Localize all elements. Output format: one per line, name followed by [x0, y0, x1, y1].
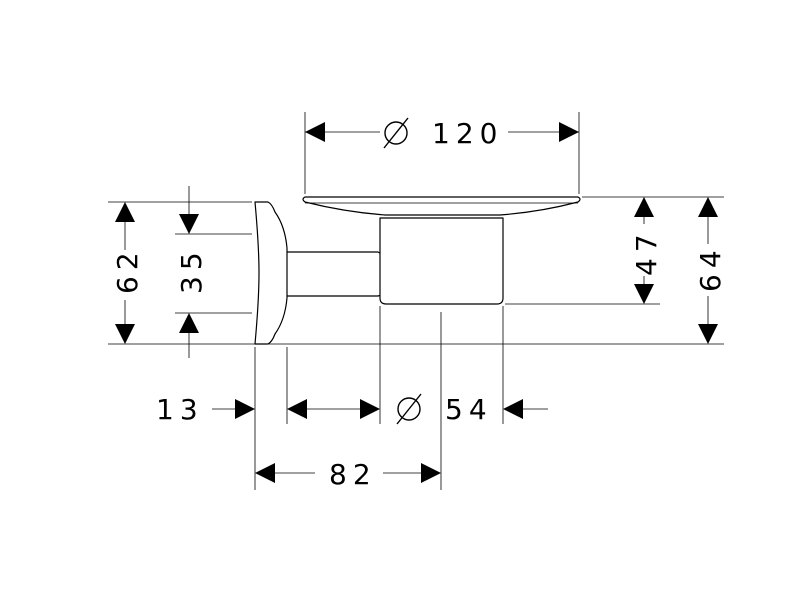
- arrowhead: [179, 313, 199, 333]
- arrowhead: [634, 284, 654, 304]
- wall-rosette: [254, 201, 288, 345]
- arrowhead: [287, 399, 307, 419]
- dimension-height-64: 64: [694, 197, 727, 344]
- arrowhead: [559, 122, 579, 142]
- dish-diameter-label: 120: [432, 117, 503, 150]
- arrowhead: [360, 399, 380, 419]
- arrowhead: [235, 399, 255, 419]
- dimension-depth-82: 82: [255, 458, 441, 491]
- arrowhead: [698, 324, 718, 344]
- holder-cylinder: [379, 217, 504, 305]
- height-64-label: 64: [694, 244, 727, 292]
- arrowhead: [698, 197, 718, 217]
- arrowhead: [503, 399, 523, 419]
- dimension-depth-13: 13: [156, 393, 328, 426]
- height-47-label: 47: [630, 228, 663, 276]
- diameter-symbol: [383, 117, 409, 149]
- dimension-height-62: 62: [111, 202, 144, 344]
- diameter-symbol: [396, 393, 422, 425]
- arrowhead: [115, 202, 135, 222]
- extension-lines: [108, 112, 724, 490]
- arrowhead: [179, 214, 199, 234]
- arrowhead: [255, 463, 275, 483]
- depth-82-label: 82: [329, 458, 377, 491]
- depth-13-label: 13: [156, 393, 204, 426]
- height-35-label: 35: [175, 246, 208, 294]
- dimension-holder-diameter: 54: [328, 393, 548, 426]
- dimension-height-35: 35: [175, 186, 208, 358]
- arrowhead: [421, 463, 441, 483]
- soap-dish: [302, 196, 581, 216]
- height-62-label: 62: [111, 246, 144, 294]
- holder-diameter-label: 54: [445, 393, 493, 426]
- dimension-height-47: 47: [630, 197, 663, 304]
- holder-arm: [287, 251, 389, 297]
- arrowhead: [634, 197, 654, 217]
- arrowhead: [115, 324, 135, 344]
- arrowhead: [305, 122, 325, 142]
- soap-holder-outline: [254, 196, 581, 345]
- dimension-dish-diameter: 120: [305, 117, 579, 150]
